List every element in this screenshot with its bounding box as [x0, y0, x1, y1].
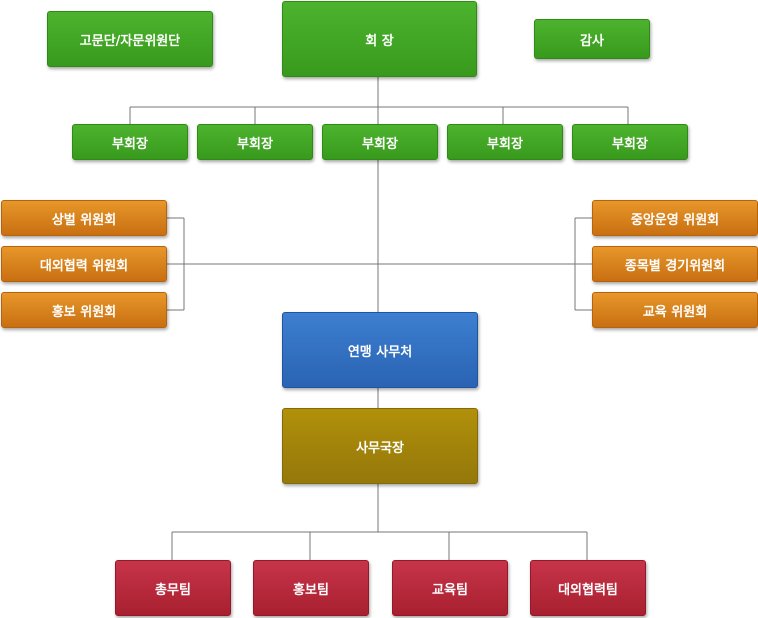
- team-pr-box: 홍보팀: [253, 560, 369, 616]
- committee-event-box: 종목별 경기위원회: [592, 246, 758, 282]
- secretary-general-box: 사무국장: [282, 408, 478, 484]
- vice-president-box-5: 부회장: [572, 124, 688, 160]
- advisory-box: 고문단/자문위원단: [47, 11, 213, 67]
- team-general-affairs-box: 총무팀: [115, 560, 231, 616]
- vice-president-box-3: 부회장: [322, 124, 438, 160]
- team-education-box: 교육팀: [392, 560, 508, 616]
- president-box: 회 장: [282, 1, 477, 77]
- vice-president-box-2: 부회장: [197, 124, 313, 160]
- secretariat-box: 연맹 사무처: [282, 312, 478, 388]
- team-external-box: 대외협력팀: [530, 560, 646, 616]
- committee-pr-box: 홍보 위원회: [1, 292, 167, 328]
- committee-central-ops-box: 중앙운영 위원회: [592, 200, 758, 236]
- auditor-box: 감사: [534, 19, 650, 59]
- vice-president-box-4: 부회장: [447, 124, 563, 160]
- committee-education-box: 교육 위원회: [592, 292, 758, 328]
- committee-discipline-box: 상벌 위원회: [1, 200, 167, 236]
- vice-president-box-1: 부회장: [72, 124, 188, 160]
- committee-external-box: 대외협력 위원회: [1, 246, 167, 282]
